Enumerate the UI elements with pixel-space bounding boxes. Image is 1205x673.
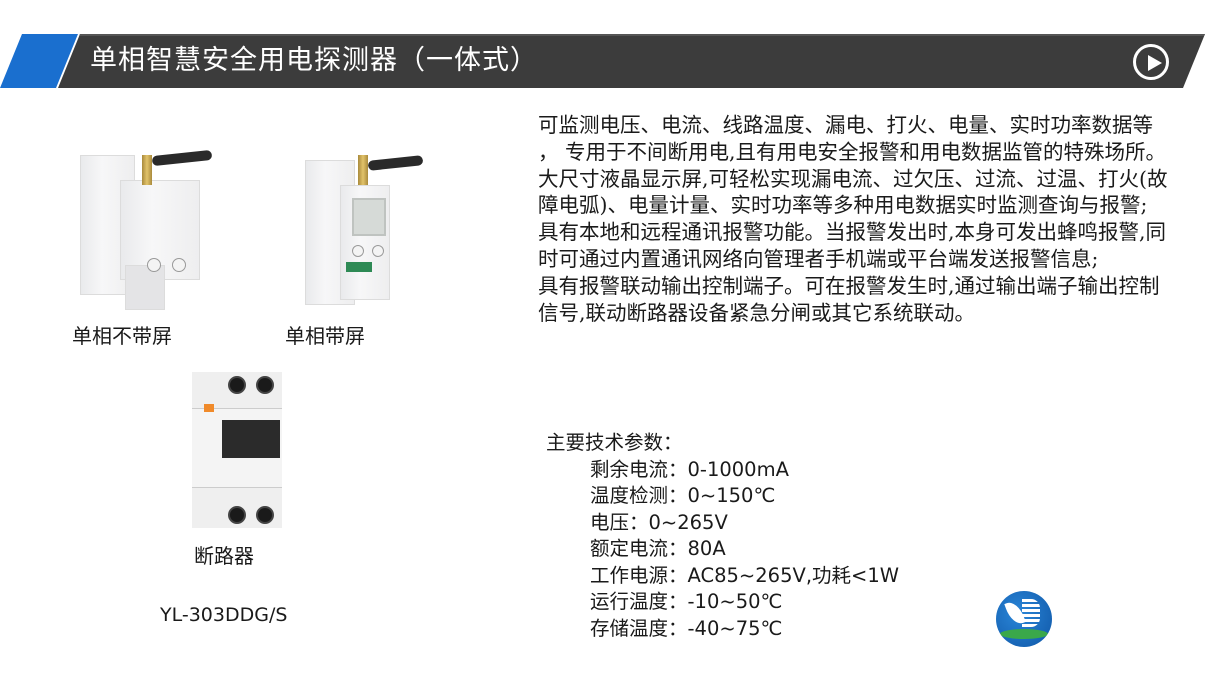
company-logo-icon (996, 591, 1052, 647)
param-residual-current: 剩余电流：0-1000mA (590, 457, 789, 481)
tech-params: 主要技术参数： 剩余电流：0-1000mA 温度检测：0~150℃ 电压：0~2… (546, 430, 899, 642)
product-with-screen (300, 150, 430, 310)
description-paragraph: 大尺寸液晶显示屏,可轻松实现漏电流、过欠压、过流、过温、打火(故障电弧)、电量计… (538, 166, 1168, 218)
description-paragraph: 可监测电压、电流、线路温度、漏电、打火、电量、实时功率数据等 ， 专用于不间断用… (538, 113, 1167, 164)
params-heading: 主要技术参数： (546, 431, 683, 454)
param-operating-temp: 运行温度：-10~50℃ (590, 590, 783, 613)
param-voltage: 电压：0~265V (590, 510, 728, 534)
model-number: YL-303DDG/S (160, 604, 288, 626)
param-rated-current: 额定电流：80A (590, 537, 726, 560)
param-power-supply: 工作电源：AC85~265V,功耗<1W (590, 563, 900, 587)
description: 可监测电压、电流、线路温度、漏电、打火、电量、实时功率数据等 ， 专用于不间断用… (538, 112, 1178, 326)
product-label: 单相不带屏 (72, 324, 172, 348)
product-label: 断路器 (194, 544, 254, 568)
description-paragraph: 具有本地和远程通讯报警功能。当报警发出时,本身可发出蜂鸣报警,同时可通过内置通讯… (538, 220, 1167, 271)
product-breaker (192, 372, 282, 528)
param-temp-detect: 温度检测：0~150℃ (590, 484, 776, 507)
description-paragraph: 具有报警联动输出控制端子。可在报警发生时,通过输出端子输出控制信号,联动断路器设… (538, 273, 1160, 325)
play-icon[interactable] (1133, 44, 1169, 80)
header-bar (58, 34, 1205, 88)
logo-watermark (1060, 600, 1190, 640)
product-label: 单相带屏 (285, 324, 365, 348)
page-title: 单相智慧安全用电探测器（一体式） (90, 45, 538, 76)
param-storage-temp: 存储温度：-40~75℃ (590, 616, 783, 640)
product-no-screen (80, 149, 230, 315)
